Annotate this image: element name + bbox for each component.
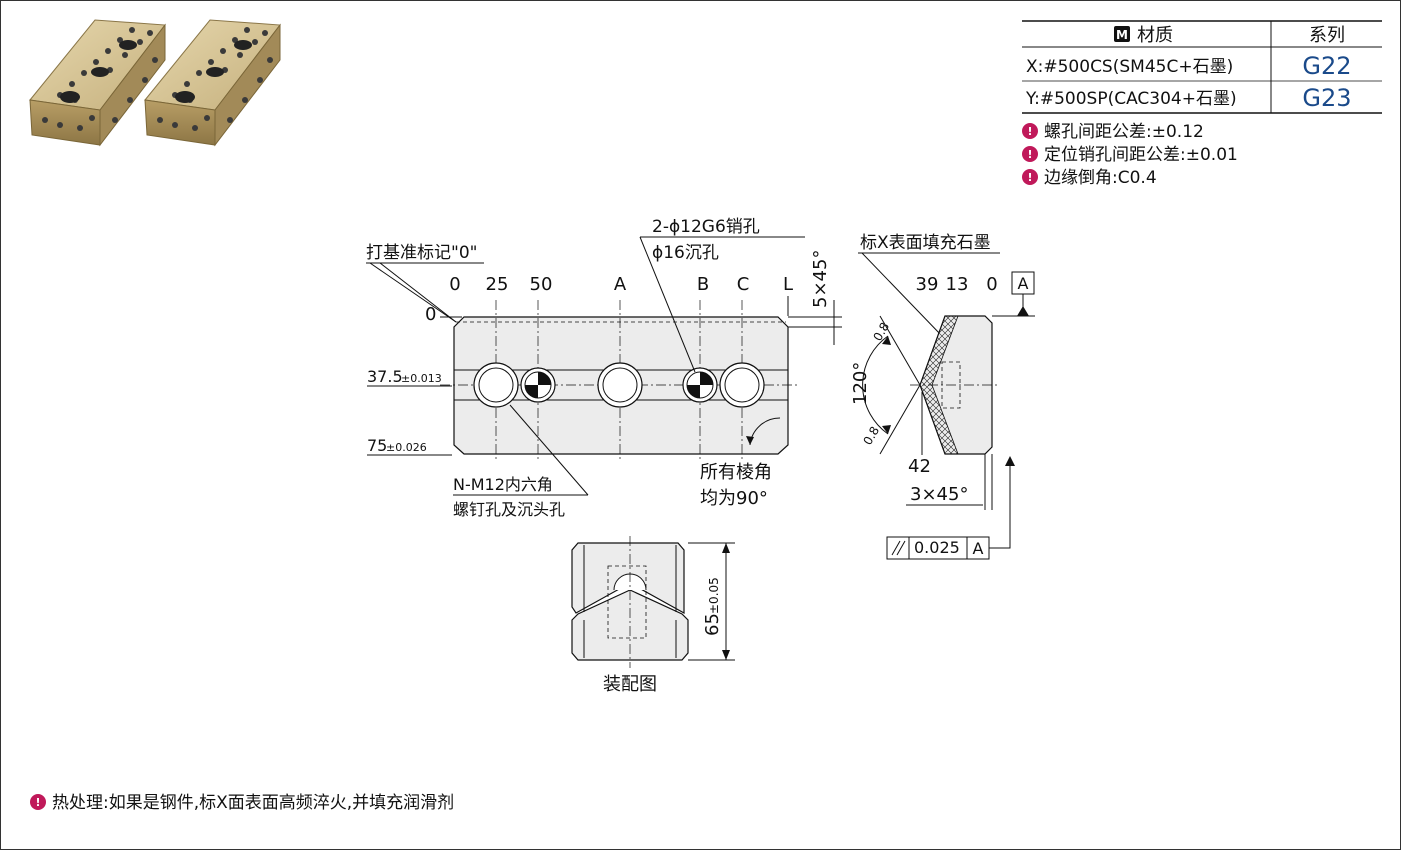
assembly-view: 65 ±0.05 装配图 [571, 536, 735, 695]
note-item: ! 边缘倒角:C0.4 [1022, 168, 1157, 188]
alert-icon [1022, 169, 1038, 185]
note-item: ! 螺孔间距公差:±0.12 [1022, 122, 1204, 142]
svg-text:热处理:如果是钢件,标X面表面高频淬火,并填充润滑剂: 热处理:如果是钢件,标X面表面高频淬火,并填充润滑剂 [52, 793, 454, 813]
alert-icon [1022, 123, 1038, 139]
side-view: 标X表面填充石墨 39 13 0 A 120° 0.8 0.8 42 3× [850, 233, 1035, 560]
dim-42: 42 [908, 456, 931, 477]
front-view: 0 25 50 A B C L 0 37.5 ±0.013 75 ±0.026 … [366, 217, 842, 519]
table-row-series: G23 [1302, 84, 1351, 112]
table-header-material: 材质 [1137, 25, 1173, 46]
table-row-material: Y:#500SP(CAC304+石墨) [1025, 89, 1237, 109]
svg-text:±0.05: ±0.05 [707, 577, 721, 614]
alert-icon [1022, 146, 1038, 162]
svg-text:!: ! [1027, 125, 1032, 138]
datum-label: A [1018, 274, 1029, 293]
dim-y-75: 75 [367, 436, 387, 455]
product-photo-2 [144, 19, 281, 147]
pin-hole [520, 367, 556, 403]
counterbore-screw-label: 螺钉孔及沉头孔 [453, 500, 565, 519]
svg-text:M: M [1116, 28, 1128, 42]
datum-mark-label: 打基准标记"0" [366, 243, 477, 263]
svg-text:!: ! [35, 796, 40, 809]
dim-x-l: L [783, 274, 793, 295]
material-icon [1114, 26, 1130, 42]
dim-x-25: 25 [486, 274, 509, 295]
table-header-series: 系列 [1309, 25, 1345, 46]
screw-hole [719, 362, 765, 408]
spec-table: M 材质 系列 X:#500CS(SM45C+石墨) G22 Y:#500SP(… [1022, 20, 1382, 114]
dim-x-b: B [697, 274, 709, 295]
dim-x-50: 50 [530, 274, 553, 295]
corner-note-2: 均为90° [700, 488, 768, 509]
chamfer-label: 3×45° [910, 484, 968, 505]
screw-hole [597, 362, 643, 408]
dim-y-37-5: 37.5 [367, 367, 403, 386]
dim-x-c: C [737, 274, 750, 295]
svg-text:螺孔间距公差:±0.12: 螺孔间距公差:±0.12 [1044, 122, 1204, 142]
pin-hole [682, 367, 718, 403]
svg-text:±0.013: ±0.013 [401, 372, 442, 385]
table-row-material: X:#500CS(SM45C+石墨) [1026, 57, 1233, 77]
angle-label: 120° [850, 362, 871, 405]
assembly-caption: 装配图 [603, 674, 657, 695]
dim-y-0: 0 [425, 304, 436, 325]
chamfer-top-label: 5×45° [810, 250, 831, 308]
alert-icon [30, 794, 46, 810]
dim-x-a: A [614, 274, 627, 295]
heat-treatment-note: ! 热处理:如果是钢件,标X面表面高频淬火,并填充润滑剂 [30, 793, 454, 813]
svg-text:!: ! [1027, 171, 1032, 184]
graphite-note: 标X表面填充石墨 [860, 233, 991, 253]
parallel-datum: A [973, 539, 984, 558]
screw-hole [473, 362, 519, 408]
dim-39: 39 [916, 274, 939, 295]
dim-0: 0 [986, 274, 997, 295]
dim-x-0: 0 [449, 274, 460, 295]
note-item: ! 定位销孔间距公差:±0.01 [1022, 145, 1238, 165]
screw-hole-label: N-M12内六角 [453, 475, 553, 494]
dim-13: 13 [946, 274, 969, 295]
roughness-label: 0.8 [860, 424, 882, 448]
parallelism-tolerance: 0.025 A [886, 456, 1015, 560]
parallel-tol-value: 0.025 [914, 538, 960, 557]
assembly-height: 65 [702, 613, 723, 636]
notes-list: ! 螺孔间距公差:±0.12 ! 定位销孔间距公差:±0.01 ! 边缘倒角:C… [1022, 122, 1238, 188]
corner-note: 所有棱角 [700, 462, 772, 483]
pin-hole-label: 2-ϕ12G6销孔 [652, 217, 760, 237]
svg-text:±0.026: ±0.026 [386, 441, 427, 454]
product-photo-1 [29, 19, 166, 147]
svg-text:边缘倒角:C0.4: 边缘倒角:C0.4 [1044, 168, 1157, 188]
counterbore-label: ϕ16沉孔 [652, 243, 719, 263]
svg-text:定位销孔间距公差:±0.01: 定位销孔间距公差:±0.01 [1044, 145, 1238, 165]
table-row-series: G22 [1302, 52, 1351, 80]
svg-text:!: ! [1027, 148, 1032, 161]
